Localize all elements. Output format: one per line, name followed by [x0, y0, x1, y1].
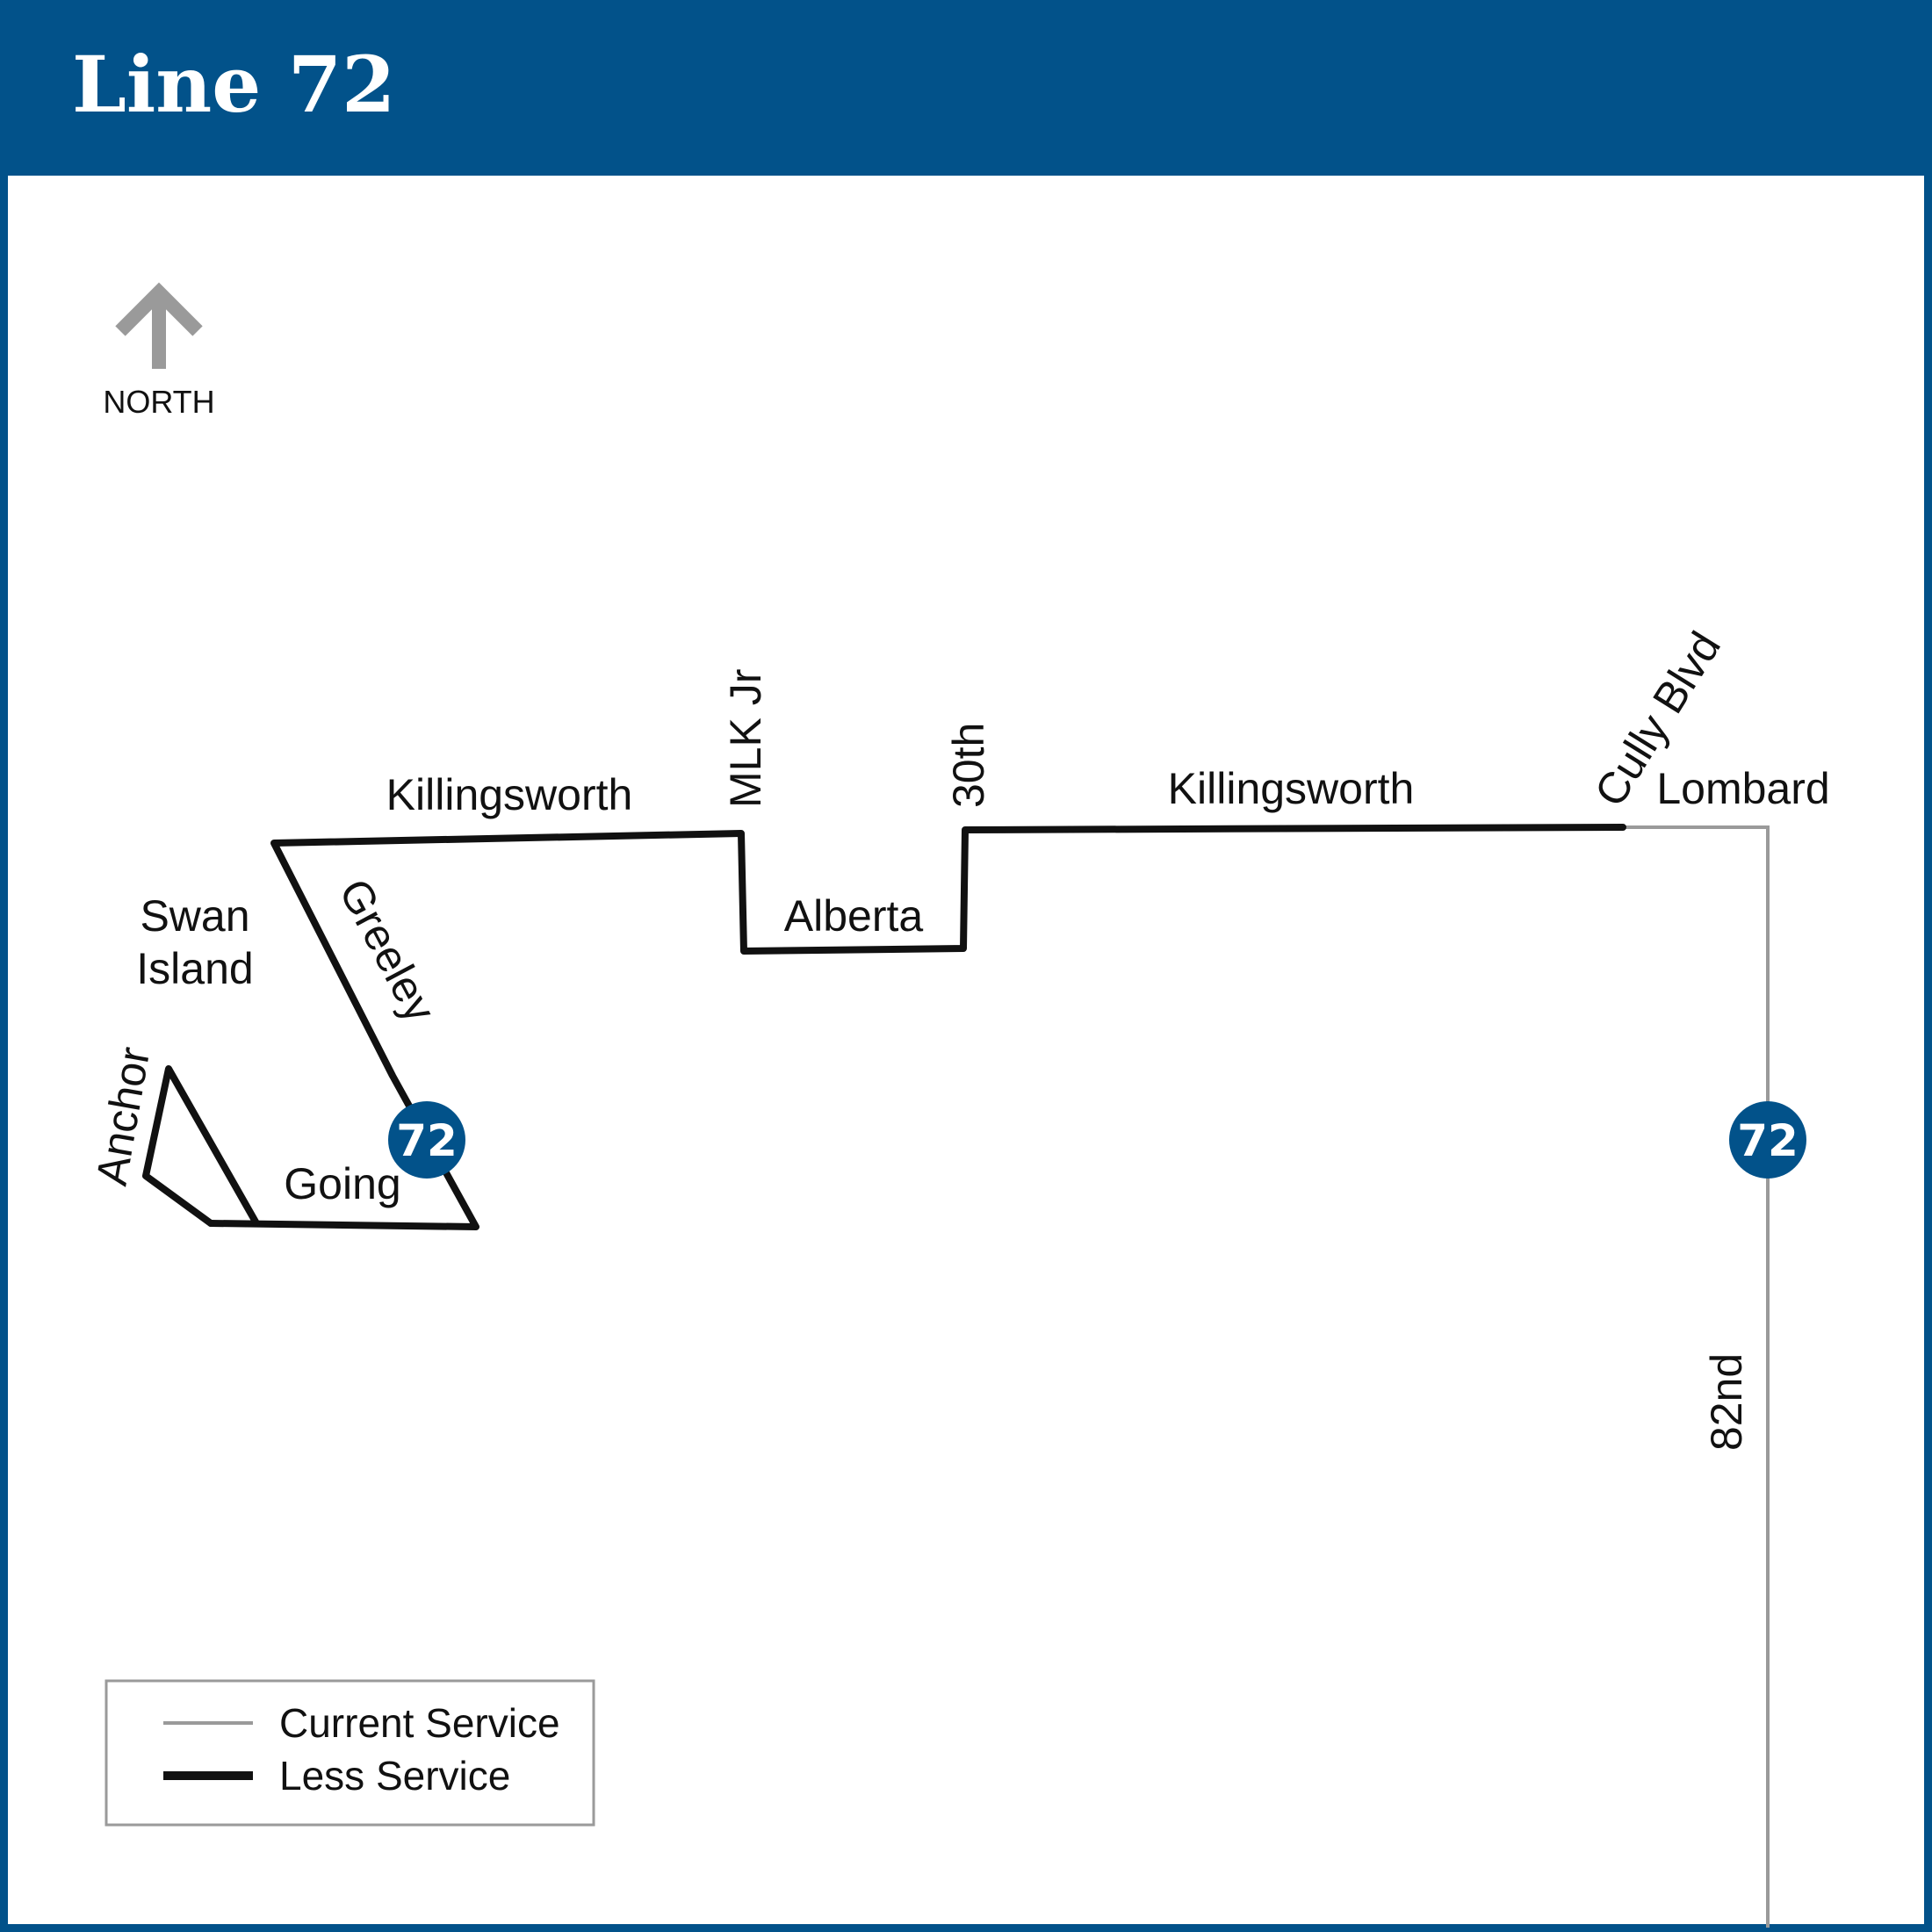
street-label-lombard: Lombard [1656, 764, 1829, 813]
north-arrow-head-icon [115, 282, 203, 336]
street-label-alberta: Alberta [784, 891, 924, 941]
street-label-swan-island-line1: Swan [140, 891, 249, 941]
legend: Current Service Less Service [105, 1679, 595, 1827]
legend-box [105, 1679, 595, 1827]
page-title: Line 72 [72, 39, 396, 130]
less-service-route-main [207, 824, 1626, 1230]
street-label-going: Going [284, 1159, 400, 1208]
street-label-killingsworth-east: Killingsworth [1168, 764, 1415, 813]
route-badge-east: 72 [1729, 1101, 1806, 1179]
street-label-swan-island-line2: Island [136, 944, 253, 993]
street-label-82nd: 82nd [1702, 1353, 1751, 1451]
street-label-killingsworth-west: Killingsworth [386, 770, 633, 819]
legend-current-label: Current Service [279, 1700, 560, 1746]
legend-less-label: Less Service [279, 1753, 510, 1799]
street-label-30th: 30th [944, 723, 993, 808]
north-arrow: NORTH [103, 282, 215, 420]
svg-text:72: 72 [1737, 1115, 1799, 1166]
street-label-mlk: MLK Jr [721, 669, 770, 808]
header-bar: Line 72 [0, 0, 1932, 176]
street-label-greeley: Greeley [329, 871, 445, 1030]
north-label: NORTH [103, 384, 214, 420]
less-service-route-anchor-loop [142, 1065, 260, 1227]
current-service-route [1623, 825, 1770, 1928]
route-badge-west: 72 [388, 1101, 465, 1179]
svg-text:72: 72 [396, 1115, 458, 1166]
